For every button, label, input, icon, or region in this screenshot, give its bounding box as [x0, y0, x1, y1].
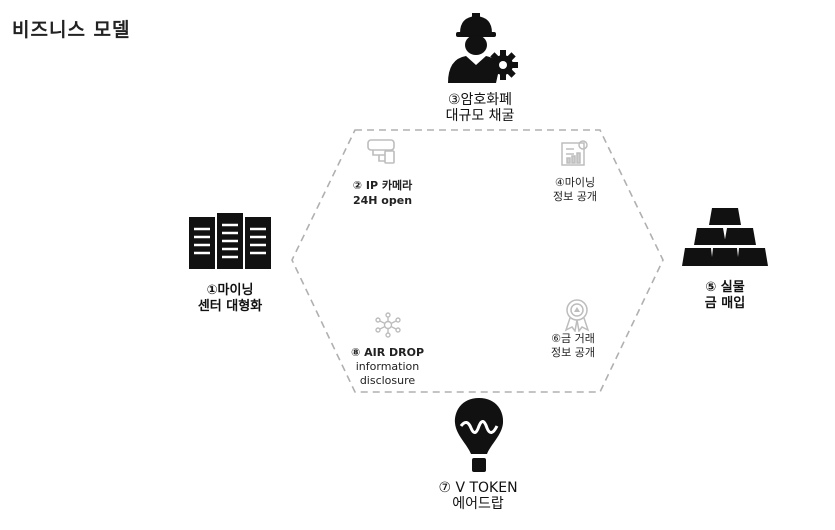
report-chart-icon	[560, 139, 590, 167]
balloon-icon	[453, 396, 505, 474]
mining-pool-label: ③암호화폐 대규모 채굴	[445, 92, 515, 124]
network-nodes-icon	[375, 312, 401, 338]
gold-buy-label: ⑤ 실물 금 매입	[704, 280, 746, 311]
airdrop-info-label: ⑧ AIR DROP information disclosure	[350, 346, 425, 387]
server-rack-icon	[189, 213, 271, 271]
worker-gear-icon	[446, 13, 522, 85]
mining-info-label: ④마이닝 정보 공개	[553, 176, 597, 203]
ip-camera-label: ② IP 카메라 24H open	[352, 179, 413, 207]
gold-bars-icon	[682, 208, 768, 268]
gold-trade-label: ⑥금 거래 정보 공개	[551, 332, 595, 359]
token-airdrop-label: ⑦ V TOKEN 에어드랍	[438, 480, 518, 512]
certificate-badge-icon	[562, 298, 592, 332]
page-title: 비즈니스 모델	[12, 19, 131, 41]
mining-center-label: ①마이닝 센터 대형화	[197, 283, 263, 314]
cctv-camera-icon	[367, 137, 399, 167]
